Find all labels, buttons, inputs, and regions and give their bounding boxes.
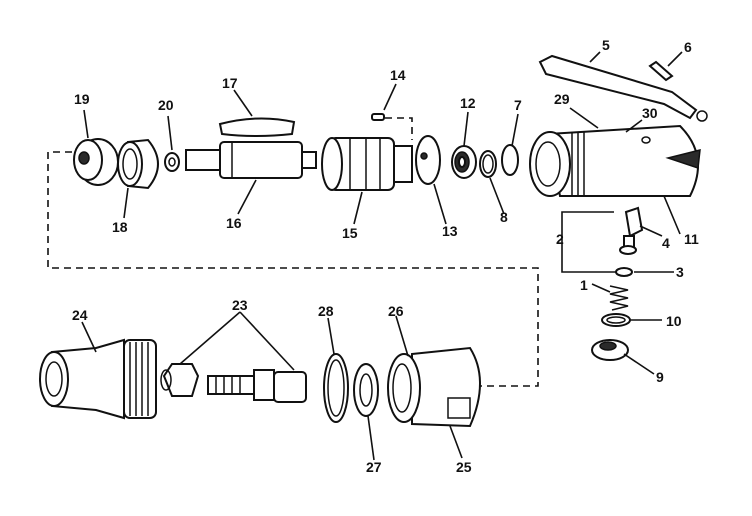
assembly-path-line	[47, 151, 539, 387]
label-28: 28	[318, 303, 334, 319]
part-18-sleeve	[117, 138, 159, 190]
part-13-end-plate	[415, 135, 441, 185]
label-2: 2	[556, 231, 564, 247]
label-23: 23	[232, 297, 248, 313]
label-12: 12	[460, 95, 476, 111]
part-17-blade	[218, 117, 296, 137]
label-4: 4	[662, 235, 670, 251]
part-1-spring	[609, 285, 629, 311]
part-12-bearing	[451, 145, 477, 179]
part-28-ring	[323, 353, 349, 423]
part-27-washer	[353, 363, 379, 417]
label-11: 11	[684, 231, 699, 247]
label-9: 9	[656, 369, 664, 385]
label-17: 17	[222, 75, 238, 91]
part-4-valve	[619, 206, 644, 255]
label-14: 14	[390, 67, 406, 83]
label-8: 8	[500, 209, 508, 225]
part-20-washer	[164, 152, 180, 172]
part-7-disc	[501, 144, 519, 176]
part-8-ring	[479, 150, 497, 178]
part-9-plug	[591, 339, 629, 361]
part-24-nose	[39, 338, 157, 420]
part-11-housing	[529, 124, 701, 197]
label-18: 18	[112, 219, 128, 235]
part-6-pin	[648, 60, 674, 82]
label-13: 13	[442, 223, 458, 239]
leader-lines	[81, 51, 683, 461]
label-3: 3	[676, 264, 684, 280]
label-24: 24	[72, 307, 88, 323]
label-20: 20	[158, 97, 174, 113]
part-25-nut	[387, 346, 481, 428]
part-16-rotor	[185, 141, 317, 179]
part-10-oring	[601, 313, 631, 327]
assembly-path-line-14	[385, 117, 413, 140]
label-7: 7	[514, 97, 522, 113]
label-6: 6	[684, 39, 692, 55]
label-15: 15	[342, 225, 358, 241]
label-30: 30	[642, 105, 658, 121]
label-10: 10	[666, 313, 682, 329]
label-27: 27	[366, 459, 382, 475]
part-19-cap	[73, 138, 119, 186]
label-25: 25	[456, 459, 472, 475]
bracket-2-line	[561, 211, 616, 273]
part-5-lever	[538, 54, 708, 122]
label-1: 1	[580, 277, 588, 293]
label-19: 19	[74, 91, 90, 107]
part-14-pin	[371, 113, 385, 121]
label-29: 29	[554, 91, 570, 107]
part-3-ring	[615, 267, 633, 277]
label-16: 16	[226, 215, 242, 231]
part-23-shaft	[207, 369, 307, 403]
label-26: 26	[388, 303, 404, 319]
part-15-cylinder	[321, 137, 413, 191]
label-5: 5	[602, 37, 610, 53]
part-23-nut	[160, 363, 200, 397]
